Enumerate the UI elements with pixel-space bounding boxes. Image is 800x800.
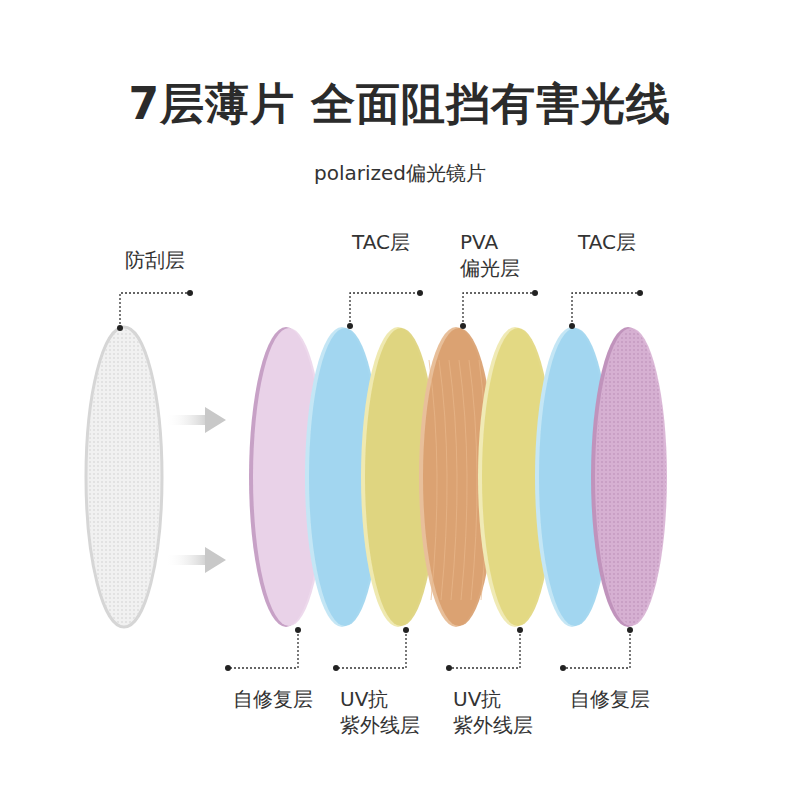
lens-texture [88,329,160,625]
leader-dot [446,665,452,671]
layer-label: TAC层 [352,229,410,255]
layer-label: UV抗 紫外线层 [453,686,533,738]
leader-line [572,293,640,326]
leader-dot [347,323,353,329]
leader-dot [569,323,575,329]
title: 7层薄片 全面阻挡有害光线 [129,75,672,134]
layer-label: TAC层 [578,229,636,255]
subtitle: polarized偏光镜片 [314,160,486,187]
layer-label: 自修复层 [570,686,650,712]
leader-dot [627,627,633,633]
leader-dot [517,627,523,633]
layer-label: 防刮层 [125,247,185,273]
leader-dot [117,325,123,331]
leader-dot [187,290,193,296]
leader-line [563,630,630,668]
leader-dot [295,627,301,633]
layer-label: UV抗 紫外线层 [340,686,420,738]
arrow [165,407,226,433]
layer-label: PVA 偏光层 [460,229,520,281]
leader-line [463,293,535,326]
arrow [165,547,226,573]
leader-dot [403,627,409,633]
leader-line [228,630,298,668]
leader-line [120,293,190,328]
leader-line [449,630,520,668]
leader-dot [637,290,643,296]
lens-layer [591,327,667,627]
leader-line [350,293,420,326]
leader-dot [225,665,231,671]
leader-dot [460,323,466,329]
leader-dot [333,665,339,671]
scratch-layer-lens [86,327,162,627]
leader-dot [532,290,538,296]
leader-line [336,630,406,668]
layer-label: 自修复层 [233,686,313,712]
leader-dot [417,290,423,296]
leader-dot [560,665,566,671]
